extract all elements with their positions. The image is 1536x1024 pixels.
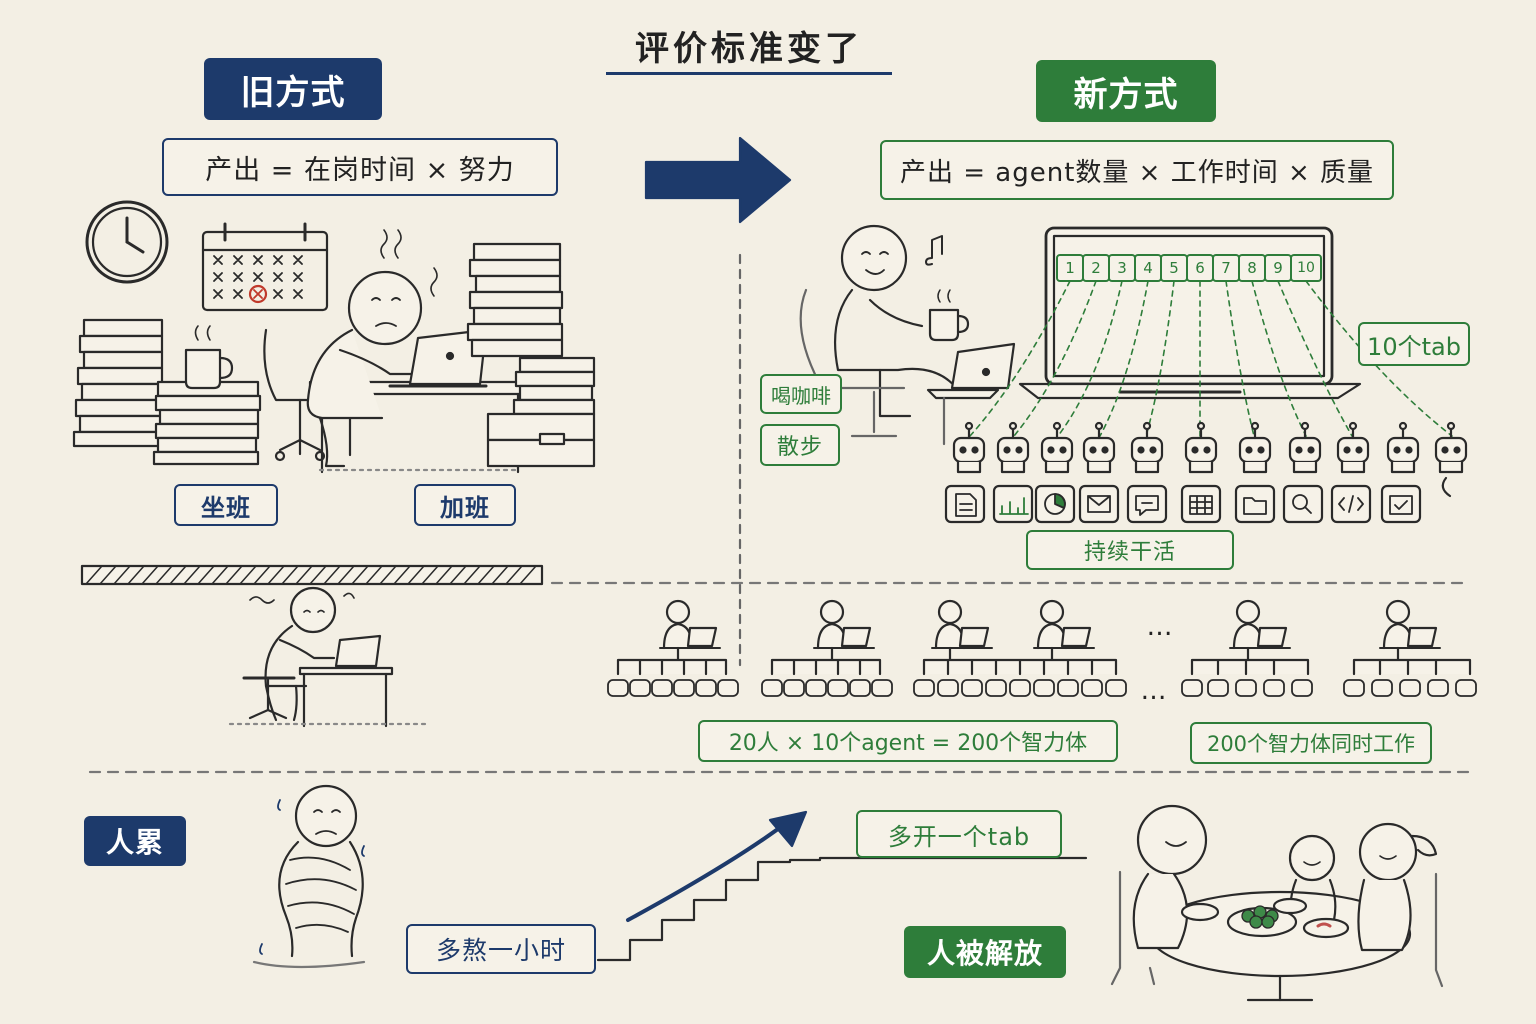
tab-5[interactable]: 5 (1161, 255, 1187, 281)
paper-stack-right (468, 244, 594, 466)
family-dinner (1112, 806, 1442, 1000)
tag-open-another-tab: 多开一个tab (856, 810, 1062, 858)
growth-arrow (628, 820, 790, 920)
tag-walk: 散步 (760, 424, 840, 466)
tab-6[interactable]: 6 (1187, 255, 1213, 281)
tag-coffee: 喝咖啡 (760, 374, 842, 414)
crushed-worker (230, 588, 430, 726)
tab-2[interactable]: 2 (1083, 255, 1109, 281)
tag-sit: 坐班 (174, 484, 278, 526)
coffee-mug-icon (186, 326, 232, 388)
tag-ten-tabs: 10个tab (1358, 322, 1470, 366)
tag-people-freed: 人被解放 (904, 926, 1066, 978)
calendar-icon (203, 224, 327, 310)
paper-stack-left (74, 320, 260, 464)
tab-8[interactable]: 8 (1239, 255, 1265, 281)
big-laptop (1020, 228, 1360, 398)
ellipsis-top: … (1136, 612, 1184, 642)
tag-tired: 人累 (84, 816, 186, 866)
task-icon-row (946, 486, 1420, 522)
mini-robot-row (608, 680, 1476, 696)
tag-one-more-hour: 多熬一小时 (406, 924, 596, 974)
tab-10[interactable]: 10 (1291, 255, 1321, 281)
tab-4[interactable]: 4 (1135, 255, 1161, 281)
tab-number-strip: 1 2 3 4 5 6 7 8 9 10 (1057, 255, 1321, 281)
new-way-header: 新方式 (1036, 60, 1216, 122)
team-member-4 (1192, 601, 1308, 674)
page-title: 评价标准变了 (606, 18, 892, 75)
tag-continuous-work: 持续干活 (1026, 530, 1234, 570)
old-formula: 产出 = 在岗时间 × 努力 (162, 138, 558, 196)
agent-equation: 20人 × 10个agent = 200个智力体 (698, 720, 1118, 762)
team-member-1 (618, 601, 726, 674)
exhausted-person (254, 786, 364, 967)
tab-1[interactable]: 1 (1057, 255, 1083, 281)
hatched-wall (82, 566, 542, 584)
ellipsis-bottom: … (1134, 676, 1174, 706)
new-formula: 产出 = agent数量 × 工作时间 × 质量 (880, 140, 1394, 200)
team-member-3 (924, 601, 1116, 674)
team-org-charts (618, 601, 1470, 674)
old-way-header: 旧方式 (204, 58, 382, 120)
team-member-5 (1354, 601, 1470, 674)
tab-3[interactable]: 3 (1109, 255, 1135, 281)
parallel-agents-label: 200个智力体同时工作 (1190, 722, 1432, 764)
tab-7[interactable]: 7 (1213, 255, 1239, 281)
tab-9[interactable]: 9 (1265, 255, 1291, 281)
team-member-2 (772, 601, 880, 674)
transition-arrow (646, 138, 790, 222)
clock-icon (87, 202, 167, 282)
tag-overtime: 加班 (414, 484, 516, 526)
